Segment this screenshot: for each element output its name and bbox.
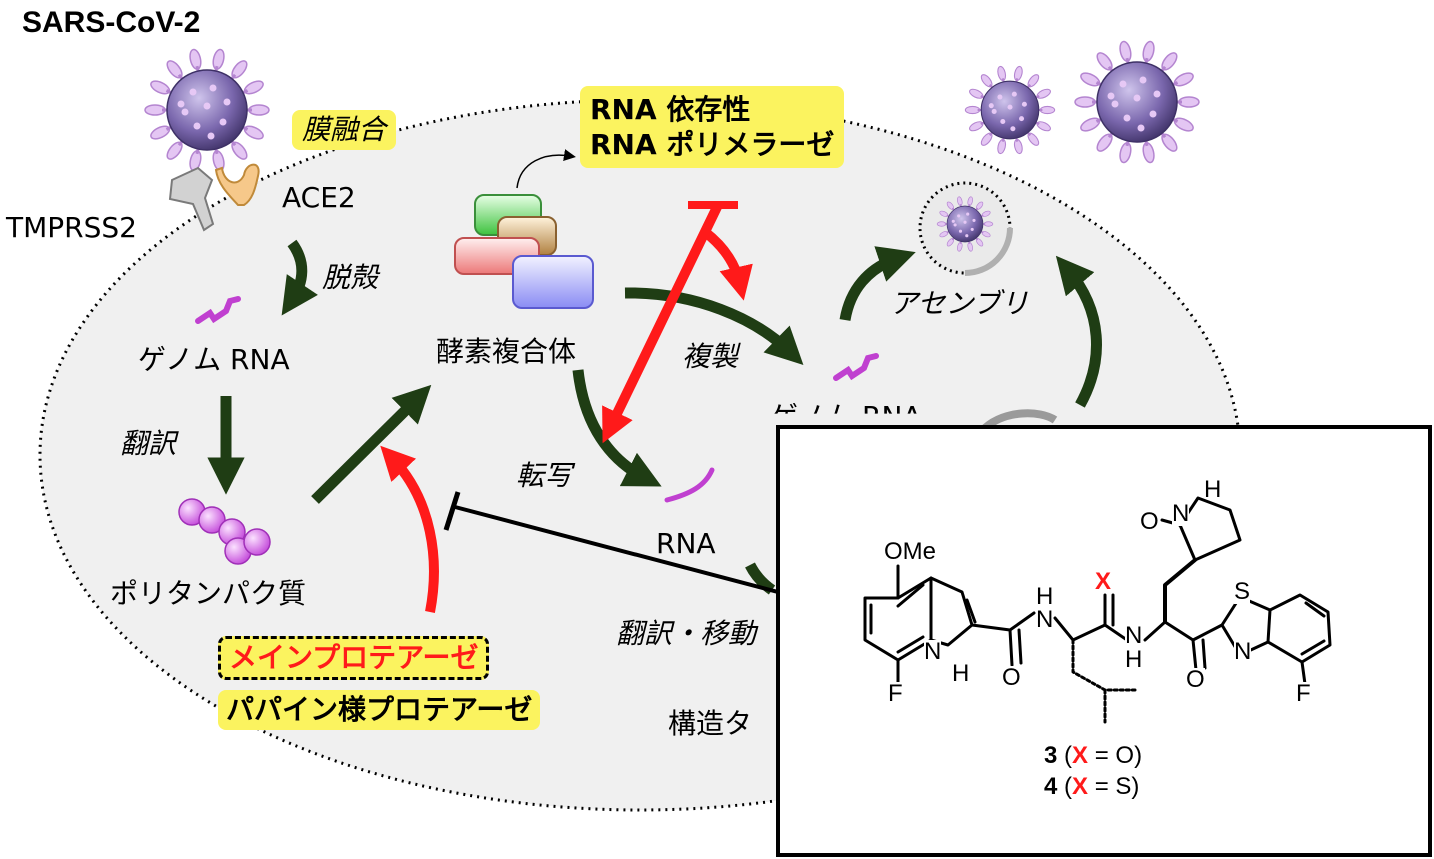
- assembly-arrow-right: [1055, 255, 1102, 408]
- polyprotein-icon: [178, 498, 271, 565]
- atom-f-right: F: [1296, 680, 1311, 707]
- spike-icon: [189, 48, 202, 70]
- atom-s: S: [1234, 578, 1251, 605]
- translation-label: 翻訳: [120, 427, 177, 460]
- rdrp-inhibition-line: [602, 202, 723, 444]
- fusion-label: 膜融合: [292, 110, 397, 150]
- virus-icon: [144, 48, 270, 172]
- spike-icon: [243, 125, 264, 140]
- virus-icon: [1074, 40, 1200, 164]
- genome-rna-label: ゲノム RNA: [138, 343, 290, 376]
- enzyme-to-rdrp-arrow: [516, 149, 576, 189]
- legend-num: 3: [1044, 742, 1058, 769]
- vesicle-icon: [918, 181, 1013, 276]
- spike-icon: [1013, 138, 1023, 155]
- er-icon: [982, 409, 1058, 432]
- legend-rest: = S): [1088, 773, 1140, 801]
- spike-icon: [997, 138, 1007, 155]
- tmprss2-receptor-icon: [168, 166, 215, 232]
- spike-icon: [1142, 40, 1155, 62]
- translation-transport-label: 翻訳・移動: [616, 617, 757, 650]
- rna-label: RNA: [656, 527, 716, 560]
- spike-icon: [1036, 121, 1051, 132]
- spike-icon: [212, 48, 225, 70]
- transcription-arrow: [572, 369, 662, 487]
- atom-n-btz: N: [1234, 638, 1252, 665]
- polyprotein-label: ポリタンパク質: [110, 577, 307, 610]
- uncoating-arrow: [281, 239, 318, 316]
- rdrp-line2: RNA ポリメラーゼ: [590, 128, 835, 161]
- virus-icon: [964, 65, 1056, 155]
- replication-label: 複製: [682, 340, 739, 373]
- enzyme-complex-icon: [454, 194, 594, 309]
- legend-row-4: 4 (X = S): [1044, 771, 1142, 802]
- atom-f-left: F: [888, 680, 903, 707]
- title: SARS-CoV-2: [22, 6, 201, 39]
- assembly-arrow-left: [839, 246, 916, 322]
- atom-n-indole: N: [924, 638, 942, 665]
- spike-icon: [969, 88, 984, 99]
- spike-icon: [1013, 65, 1023, 82]
- spike-icon: [997, 65, 1007, 82]
- spike-icon: [1119, 40, 1132, 62]
- atom-o-ketone: O: [1186, 666, 1205, 693]
- compound-legend: 3 (X = O) 4 (X = S): [1044, 740, 1142, 802]
- genome-rna-icon: [195, 296, 241, 324]
- atom-n-amide1: N: [1036, 606, 1054, 633]
- tmprss2-label: TMPRSS2: [6, 211, 137, 244]
- legend-num: 4: [1044, 773, 1058, 801]
- rdrp-to-replication-arrow: [701, 228, 753, 301]
- spike-icon: [1119, 142, 1132, 164]
- papain-protease-label: パパイン様プロテアーゼ: [218, 690, 541, 730]
- atom-n-amide2: N: [1125, 622, 1143, 649]
- spike-icon: [1173, 72, 1194, 87]
- transcription-label: 転写: [516, 459, 573, 492]
- main-protease-label: メインプロテアーゼ: [218, 636, 490, 680]
- legend-x: X: [1072, 773, 1089, 801]
- ace2-receptor-icon: [214, 163, 260, 206]
- spike-icon: [1142, 142, 1155, 164]
- spike-icon: [150, 80, 171, 95]
- atom-o-lactam: O: [1140, 508, 1159, 535]
- legend-open: (: [1057, 742, 1073, 769]
- atom-h-amide2: H: [1125, 646, 1143, 673]
- assembly-label: アセンブリ: [890, 287, 1029, 320]
- atom-n-lactam: N: [1172, 500, 1190, 527]
- structural-protein-label: 構造タ: [668, 707, 753, 740]
- atom-h-amide1: H: [1036, 583, 1054, 610]
- spike-icon: [1080, 117, 1101, 132]
- ace2-label: ACE2: [282, 181, 356, 214]
- spike-icon: [1039, 105, 1056, 115]
- atom-x: X: [1095, 568, 1112, 595]
- spike-icon: [1173, 117, 1194, 132]
- spike-icon: [150, 125, 171, 140]
- legend-rest: = O): [1088, 742, 1143, 769]
- uncoating-label: 脱殻: [322, 261, 379, 294]
- green-arrows: [207, 239, 1102, 595]
- spike-icon: [1080, 72, 1101, 87]
- spike-icon: [1036, 88, 1051, 99]
- enzyme-complex-label: 酵素複合体: [436, 335, 577, 368]
- red-arrows: [380, 201, 753, 613]
- rdrp-label: RNA 依存性 RNA ポリメラーゼ: [580, 86, 845, 168]
- protease-cleavage-arrow: [380, 445, 439, 613]
- legend-row-3: 3 (X = O): [1044, 740, 1142, 771]
- spike-icon: [969, 121, 984, 132]
- rdrp-line1: RNA 依存性: [590, 93, 751, 126]
- rna-fragment-icon: [664, 467, 715, 503]
- replication-arrow: [624, 287, 804, 366]
- spike-icon: [243, 80, 264, 95]
- spike-icon: [964, 105, 981, 115]
- legend-x: X: [1072, 742, 1089, 769]
- atom-h-indole: H: [952, 660, 970, 687]
- atom-o-amide1: O: [1002, 664, 1021, 691]
- drug-inhibition-line: [443, 491, 836, 609]
- genome-rna-label-2: ゲノム RNA: [770, 403, 922, 414]
- atom-ome: OMe: [884, 538, 937, 565]
- polyprotein-to-complex-arrow: [311, 384, 432, 504]
- atom-h-lactam: H: [1204, 476, 1222, 503]
- legend-open: (: [1057, 773, 1073, 801]
- genome-rna-icon: [833, 353, 879, 381]
